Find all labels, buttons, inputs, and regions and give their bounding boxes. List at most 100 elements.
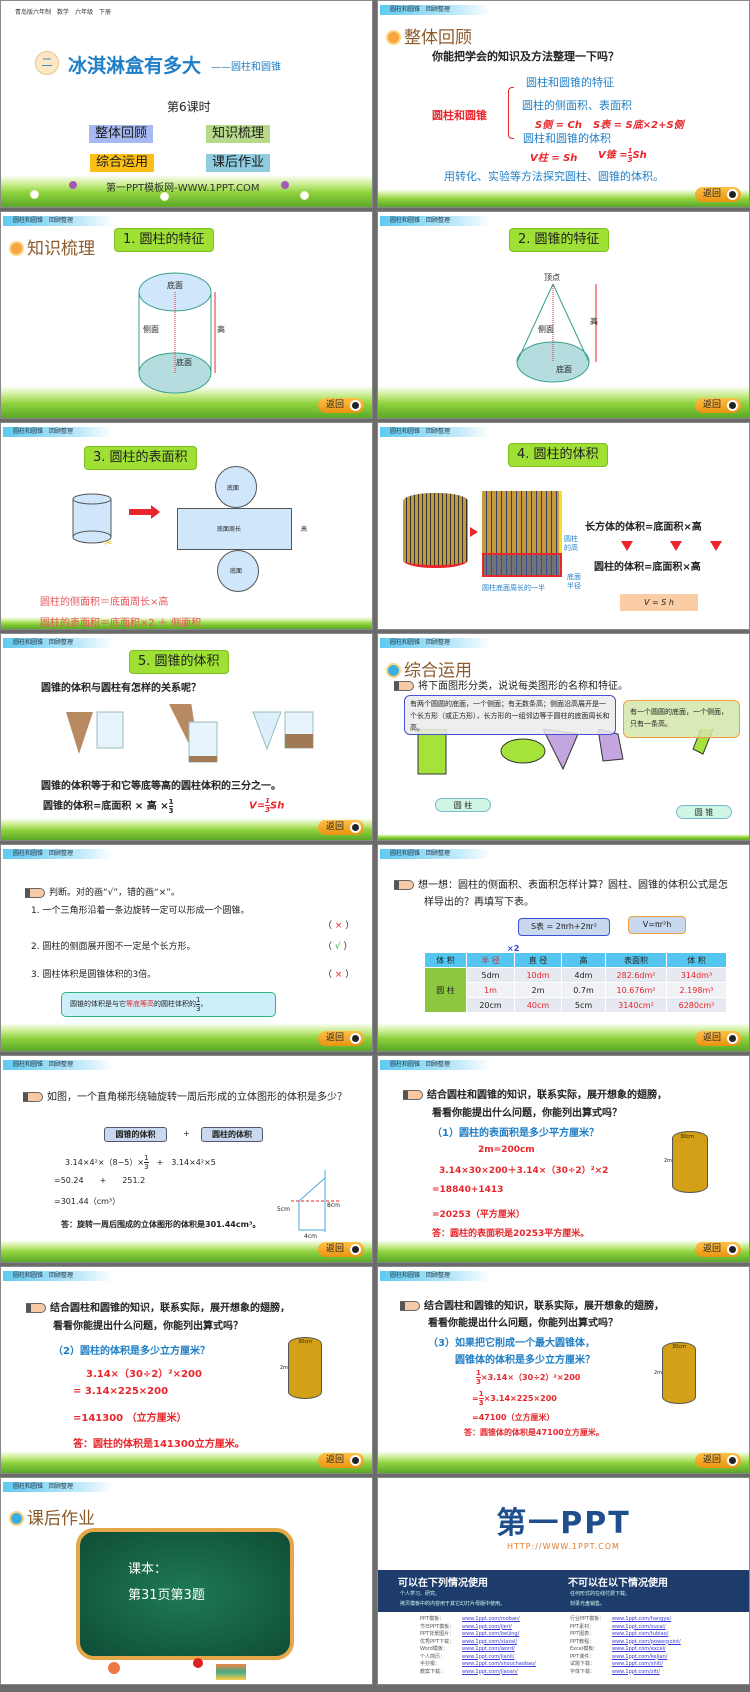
slide-cylinder-features[interactable]: 圆柱和圆锥 回顾整理 知识梳理 1. 圆柱的特征 底面 侧面 底面 高 返回 xyxy=(0,211,373,419)
link[interactable]: www.1ppt.com/word/ xyxy=(462,1646,515,1652)
answer-2: （ √ ） xyxy=(323,942,353,952)
slide-homework[interactable]: 圆柱和圆锥 回顾整理 课后作业 课本： 第31页第3题 xyxy=(0,1477,373,1685)
menu-knowledge[interactable]: 知识梳理 xyxy=(206,125,271,143)
menu-review[interactable]: 整体回顾 xyxy=(89,125,154,143)
link[interactable]: www.1ppt.com/shiti/ xyxy=(612,1661,664,1667)
link[interactable]: www.1ppt.com/excel/ xyxy=(612,1646,666,1652)
slide-cone-volume[interactable]: 圆柱和圆锥 回顾整理 5. 圆锥的体积 圆锥的体积与圆柱有怎样的关系呢？ 圆锥的… xyxy=(0,633,373,841)
cylinder-volume-box: 圆柱的体积 xyxy=(201,1127,263,1142)
link-row: 试题下载：www.1ppt.com/shiti/ xyxy=(570,1661,681,1669)
slide-trapezoid-rotation[interactable]: 圆柱和圆锥 回顾整理 如图，一个直角梯形绕轴旋转一周后形成的立体图形的体积是多少… xyxy=(0,1055,373,1263)
header-tag: 圆柱和圆锥 回顾整理 xyxy=(3,216,113,226)
answer-1: （ × ） xyxy=(323,921,355,931)
link[interactable]: www.1ppt.com/moban/ xyxy=(462,1616,520,1622)
homework-line-1: 课本： xyxy=(128,1562,168,1577)
slide-problem-2[interactable]: 圆柱和圆锥 回顾整理 结合圆柱和圆锥的知识，联系实际，展开想象的翅膀， 看看你能… xyxy=(0,1266,373,1474)
slide-true-false[interactable]: 圆柱和圆锥 回顾整理 判断。对的画“√”，错的画“×”。 1. 一个三角形沿着一… xyxy=(0,844,373,1052)
section-title: 整体回顾 xyxy=(386,23,472,48)
slide-cover[interactable]: 青岛版六年制 数学 六年级 下册 二 冰淇淋盒有多大 ——圆柱和圆锥 第6课时 … xyxy=(0,0,373,208)
section-title: 课后作业 xyxy=(9,1504,95,1529)
link[interactable]: www.1ppt.com/jiaoan/ xyxy=(462,1668,518,1675)
link[interactable]: www.1ppt.com/jieri/ xyxy=(462,1623,512,1630)
slide-overview[interactable]: 圆柱和圆锥 回顾整理 整体回顾 你能把学会的知识及方法整理一下吗？ 圆柱和圆锥 … xyxy=(377,0,750,208)
link[interactable]: www.1ppt.com/kejian/ xyxy=(612,1653,668,1660)
link[interactable]: www.1ppt.com/jianli/ xyxy=(462,1653,515,1660)
header-tag: 圆柱和圆锥 回顾整理 xyxy=(3,1271,113,1281)
cylinder-callout: 有两个圆圆的底面，一个侧面；有无数条高；侧面沿高展开是一个长方形（或正方形），长… xyxy=(404,695,616,735)
cannot-title: 不可以在以下情况使用 xyxy=(568,1578,668,1589)
slide-cylinder-volume[interactable]: 圆柱和圆锥 回顾整理 4. 圆柱的体积 圆柱的高 底面半径 圆柱底面周长的一半 … xyxy=(377,422,750,630)
scissors-icon: ✂ xyxy=(104,538,113,549)
link[interactable]: www.1ppt.com/xiazai/ xyxy=(462,1638,518,1645)
back-icon xyxy=(727,400,738,411)
answer: 答：旋转一周后围成的立体图形的体积是301.44cm³。 xyxy=(61,1220,261,1229)
label-base: 底面 xyxy=(556,365,572,374)
intro-line-2: 看看你能提出什么问题，你能列出算式吗？ xyxy=(53,1321,243,1332)
slide-application[interactable]: 圆柱和圆锥 回顾整理 综合运用 将下面图形分类，说说每类图形的名称和特征。 有两… xyxy=(377,633,750,841)
pointing-hand-icon xyxy=(23,1092,43,1102)
slide-cone-features[interactable]: 圆柱和圆锥 回顾整理 2. 圆锥的特征 顶点 侧面 底面 高 返回 xyxy=(377,211,750,419)
title: 冰淇淋盒有多大 xyxy=(68,55,202,77)
label-half-circumference: 圆柱底面周长的一半 xyxy=(482,584,545,592)
topic-box: 2. 圆锥的特征 xyxy=(509,228,609,252)
link[interactable]: www.1ppt.com/tubiao/ xyxy=(612,1631,669,1637)
back-button[interactable]: 返回 xyxy=(318,1242,364,1257)
link[interactable]: www.1ppt.com/ziti/ xyxy=(612,1668,660,1675)
slide-problem-3[interactable]: 圆柱和圆锥 回顾整理 结合圆柱和圆锥的知识，联系实际，展开想象的翅膀， 看看你能… xyxy=(377,1266,750,1474)
slide-problem-1[interactable]: 圆柱和圆锥 回顾整理 结合圆柱和圆锥的知识，联系实际，展开想象的翅膀， 看看你能… xyxy=(377,1055,750,1263)
question: （1）圆柱的表面积是多少平方厘米？ xyxy=(432,1128,599,1139)
link[interactable]: www.1ppt.com/sucai/ xyxy=(612,1623,666,1630)
conclusion: 用转化、实验等方法探究圆柱、圆锥的体积。 xyxy=(444,170,664,183)
grass-footer xyxy=(378,189,749,207)
back-button[interactable]: 返回 xyxy=(695,1031,741,1046)
links-right: 行业PPT模板：www.1ppt.com/hangye/PPT素材：www.1p… xyxy=(570,1616,681,1676)
instruction: 判断。对的画“√”，错的画“×”。 xyxy=(25,885,180,898)
label-base-top: 底面 xyxy=(227,485,240,492)
grass-footer xyxy=(378,1451,749,1473)
pointing-hand-icon xyxy=(403,1090,423,1100)
back-button[interactable]: 返回 xyxy=(695,398,741,413)
unit-badge: 二 xyxy=(35,51,59,75)
cannot-item: 任何形式的在线付费下载。 xyxy=(570,1591,631,1597)
answer: 答：圆柱的体积是141300立方厘米。 xyxy=(73,1439,245,1450)
link-row: 节日PPT模板：www.1ppt.com/jieri/ xyxy=(420,1624,536,1632)
back-button[interactable]: 返回 xyxy=(318,1031,364,1046)
back-button[interactable]: 返回 xyxy=(318,1453,364,1468)
plus-sign: + xyxy=(183,1129,190,1138)
back-button[interactable]: 返回 xyxy=(695,1453,741,1468)
mascot-icon xyxy=(9,1511,24,1526)
calc-line-3: =18840+1413 xyxy=(432,1185,504,1195)
slide-fill-table[interactable]: 圆柱和圆锥 回顾整理 想一想：圆柱的侧面积、表面积怎样计算？圆柱、圆锥的体积公式… xyxy=(377,844,750,1052)
pointing-hand-icon xyxy=(400,1301,420,1311)
menu-homework[interactable]: 课后作业 xyxy=(206,154,271,172)
slide-credits[interactable]: 第一PPT HTTP://WWW.1PPT.COM 可以在下列情况使用 个人学习… xyxy=(377,1477,750,1685)
header-tag: 圆柱和圆锥 回顾整理 xyxy=(380,427,490,437)
can-title: 可以在下列情况使用 xyxy=(398,1578,488,1589)
calc-line-1: 2m=200cm xyxy=(478,1145,535,1155)
link[interactable]: www.1ppt.com/powerpoint/ xyxy=(612,1638,681,1645)
menu-application[interactable]: 综合运用 xyxy=(90,154,155,172)
cylinder-image xyxy=(672,1131,708,1193)
arrow-head xyxy=(151,505,160,519)
link[interactable]: www.1ppt.com/beijing/ xyxy=(462,1631,520,1637)
back-button[interactable]: 返回 xyxy=(695,1242,741,1257)
cuboid-formula: 长方体的体积=底面积×高 xyxy=(585,522,702,533)
link-label: 行业PPT模板： xyxy=(570,1616,605,1622)
grass-footer xyxy=(378,386,749,418)
link[interactable]: www.1ppt.com/shouchaobao/ xyxy=(462,1661,536,1667)
back-button[interactable]: 返回 xyxy=(318,398,364,413)
links-left: PPT模板：www.1ppt.com/moban/节日PPT模板：www.1pp… xyxy=(420,1616,536,1676)
logo-url: HTTP://WWW.1PPT.COM xyxy=(507,1542,620,1551)
slide-cylinder-surface[interactable]: 圆柱和圆锥 回顾整理 3. 圆柱的表面积 ✂ 底面 底面周长 高 底面 圆柱的侧… xyxy=(0,422,373,630)
label-radius: 底面半径 xyxy=(567,573,581,590)
back-button[interactable]: 返回 xyxy=(695,187,741,202)
link[interactable]: www.1ppt.com/hangye/ xyxy=(612,1616,672,1622)
back-button[interactable]: 返回 xyxy=(318,820,364,835)
label-height: 高 xyxy=(590,317,598,326)
trapezoid-diagram xyxy=(291,1170,341,1232)
cone-callout: 有一个圆圆的底面，一个侧面，只有一条高。 xyxy=(623,700,740,738)
mascot-icon xyxy=(9,241,24,256)
intro-line-1: 结合圆柱和圆锥的知识，联系实际，展开想象的翅膀， xyxy=(400,1297,664,1312)
